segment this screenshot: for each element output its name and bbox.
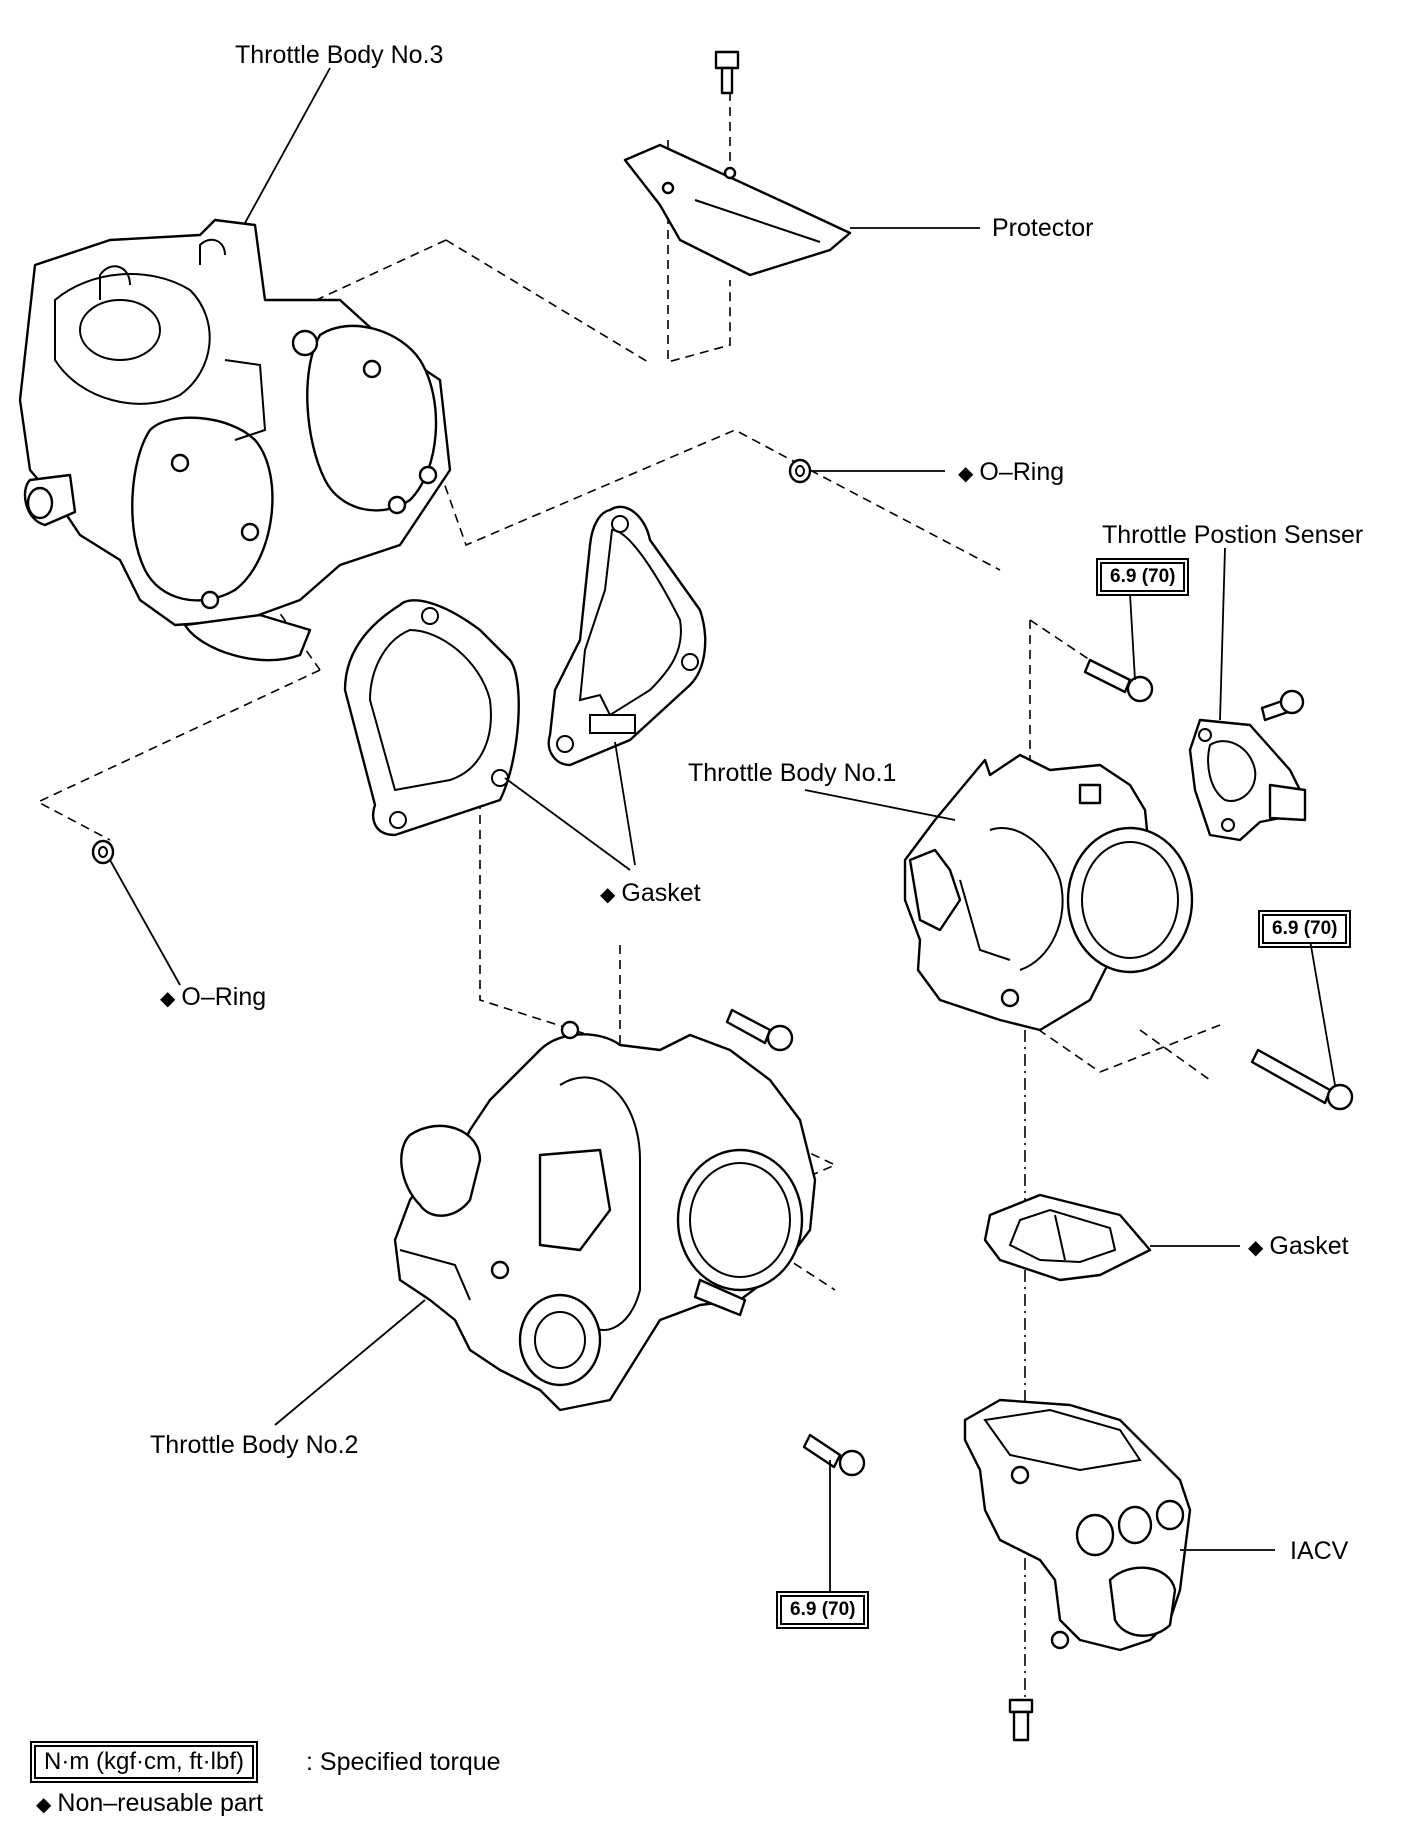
throttle-body-no1-drawing [903,753,1194,1032]
non-reusable-icon: ◆ [36,1794,52,1816]
legend-non-reusable: ◆Non–reusable part [36,1789,264,1817]
tb2-lower-bolt-drawing [802,1433,866,1477]
throttle-body-no2-drawing [393,1020,817,1412]
protector-drawing [623,143,852,277]
torque-badge-tps: 6.9 (70) [1095,558,1190,596]
throttle-position-sensor-drawing [1188,718,1307,842]
throttle-body-no3-drawing [18,218,452,662]
legend-torque-description: : Specified torque [306,1748,501,1776]
label-throttle-body-no2: Throttle Body No.2 [150,1431,359,1459]
tps-bolt-drawing [1083,658,1154,703]
iacv-drawing [963,1398,1192,1652]
iacv-bolt-drawing [1008,1698,1034,1742]
torque-badge-tb1: 6.9 (70) [1257,910,1352,948]
label-gasket-iacv: ◆Gasket [1248,1232,1349,1260]
label-iacv: IACV [1290,1537,1349,1565]
protector-bolt-drawing [714,50,740,95]
gasket-iacv-drawing [983,1193,1152,1282]
leader-lines [109,67,1336,1593]
label-o-ring-left: ◆O–Ring [160,983,267,1011]
label-throttle-body-no1: Throttle Body No.1 [688,759,897,787]
label-throttle-body-no3: Throttle Body No.3 [235,41,444,69]
non-reusable-icon: ◆ [1248,1237,1264,1259]
o-ring-left-drawing [91,839,115,865]
tb2-upper-bolt-drawing [725,1008,794,1052]
torque-badge-tb2: 6.9 (70) [775,1591,870,1629]
label-protector: Protector [992,214,1094,242]
label-throttle-position-sensor: Throttle Postion Senser [1102,521,1364,549]
label-o-ring-upper: ◆O–Ring [958,458,1065,486]
non-reusable-icon: ◆ [958,463,974,485]
non-reusable-icon: ◆ [160,988,176,1010]
tps-screw-drawing [1260,689,1305,722]
o-ring-upper-drawing [788,458,812,484]
legend-torque-unit-box: N·m (kgf·cm, ft·lbf) [30,1741,258,1783]
gasket-left-drawing [343,599,520,837]
gasket-right-drawing [547,505,707,767]
tb1-bolt-drawing [1250,1048,1354,1111]
label-gasket-middle: ◆Gasket [600,879,701,907]
non-reusable-icon: ◆ [600,884,616,906]
